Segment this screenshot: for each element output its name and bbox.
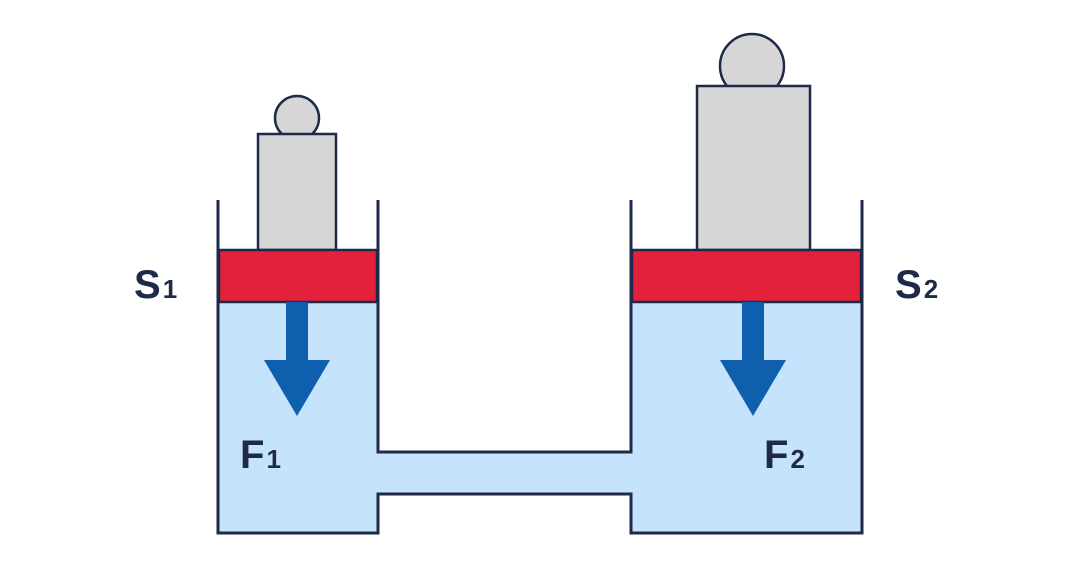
label-s2-sub: 2 [924, 274, 938, 304]
small-weight [256, 94, 338, 252]
force-arrow-f1 [264, 302, 330, 416]
label-s2-main: S [895, 263, 922, 307]
container-outline [216, 200, 864, 535]
large-weight [695, 32, 812, 252]
label-f1-main: F [240, 433, 264, 477]
label-f2: F2 [764, 433, 805, 477]
label-f2-main: F [764, 433, 788, 477]
large-piston [630, 248, 863, 304]
label-s2: S2 [895, 263, 938, 307]
small-piston [217, 248, 379, 304]
label-s1: S1 [134, 263, 177, 307]
label-f1-sub: 1 [266, 444, 280, 474]
label-s1-main: S [134, 263, 161, 307]
force-arrow-f2 [720, 302, 786, 416]
label-s1-sub: 1 [163, 274, 177, 304]
fluid [218, 302, 862, 533]
label-f2-sub: 2 [790, 444, 804, 474]
label-f1: F1 [240, 433, 281, 477]
